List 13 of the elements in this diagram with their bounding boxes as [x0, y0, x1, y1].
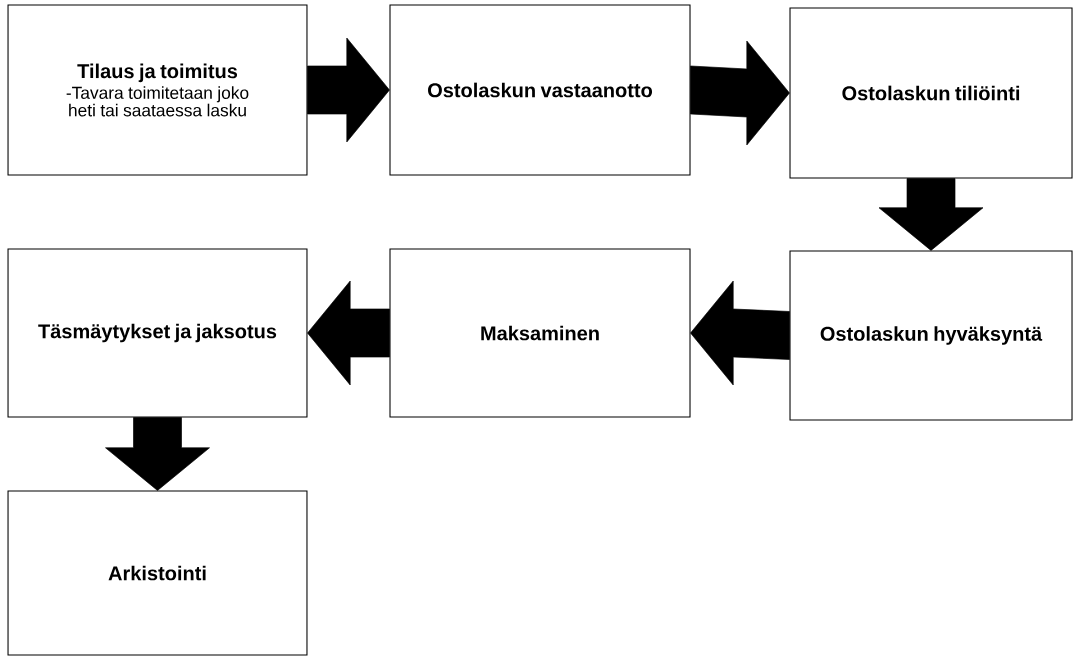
block-arrow [878, 178, 984, 251]
process-box: Ostolaskun tiliöinti [789, 7, 1073, 179]
process-box: Ostolaskun hyväksyntä [789, 250, 1073, 421]
process-box: Ostolaskun vastaanotto [389, 4, 691, 176]
block-arrow [690, 40, 790, 146]
block-arrow [307, 37, 390, 143]
process-box: Täsmäytykset ja jaksotus [7, 248, 308, 418]
block-arrow [690, 280, 790, 386]
process-box: Tilaus ja toimitus -Tavara toimitetaan joko heti tai saataessa lasku [7, 4, 308, 176]
process-box: Maksaminen [389, 248, 691, 418]
block-arrow [105, 417, 210, 491]
block-arrow [307, 280, 390, 386]
process-box: Arkistointi [7, 490, 308, 656]
